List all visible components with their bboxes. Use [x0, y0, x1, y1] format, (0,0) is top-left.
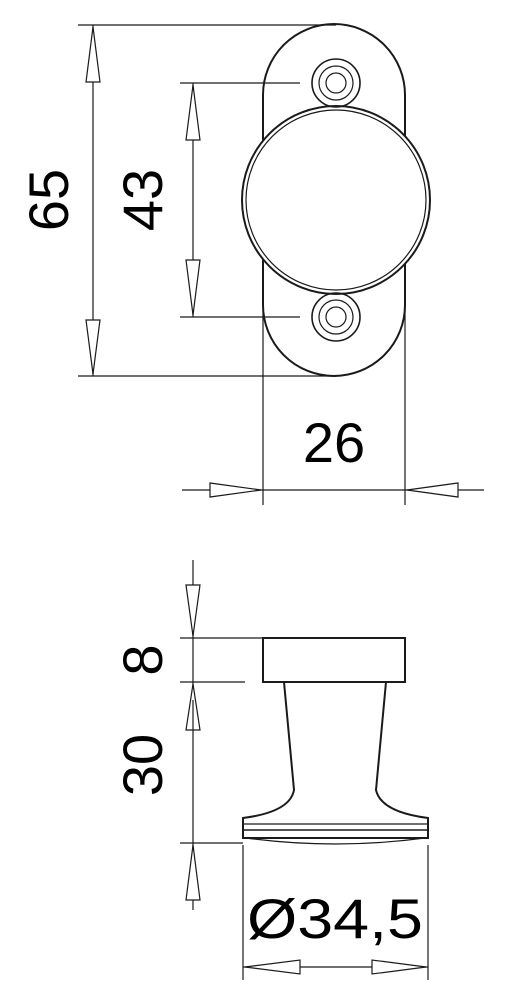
knob-circle [241, 105, 431, 295]
dim-plate-width-label: 26 [303, 411, 365, 474]
dim-stem-height-label: 30 [111, 734, 174, 796]
dim-base-diameter-label: Ø34,5 [247, 887, 423, 950]
dim-hole-spacing: 43 [111, 83, 201, 317]
dim-knob-thickness-label: 8 [111, 644, 174, 675]
extension-lines-side [180, 637, 429, 980]
screw-hole-bottom [311, 292, 361, 342]
dim-total-height: 65 [17, 25, 101, 376]
dim-total-height-label: 65 [17, 169, 80, 231]
knob-stem [242, 681, 429, 839]
dim-hole-spacing-label: 43 [111, 169, 174, 231]
dim-knob-thickness: 8 [111, 560, 201, 731]
screw-hole-top [311, 58, 361, 108]
top-view: 65 43 26 [17, 23, 484, 505]
knob-cap [262, 637, 406, 683]
extension-lines-top [78, 24, 406, 505]
side-view: 8 30 Ø34,5 [111, 560, 429, 980]
dim-base-diameter: Ø34,5 [243, 887, 428, 975]
dim-stem-height: 30 [111, 700, 201, 910]
dim-plate-width: 26 [182, 411, 484, 498]
knob-inner-edge [245, 109, 427, 291]
